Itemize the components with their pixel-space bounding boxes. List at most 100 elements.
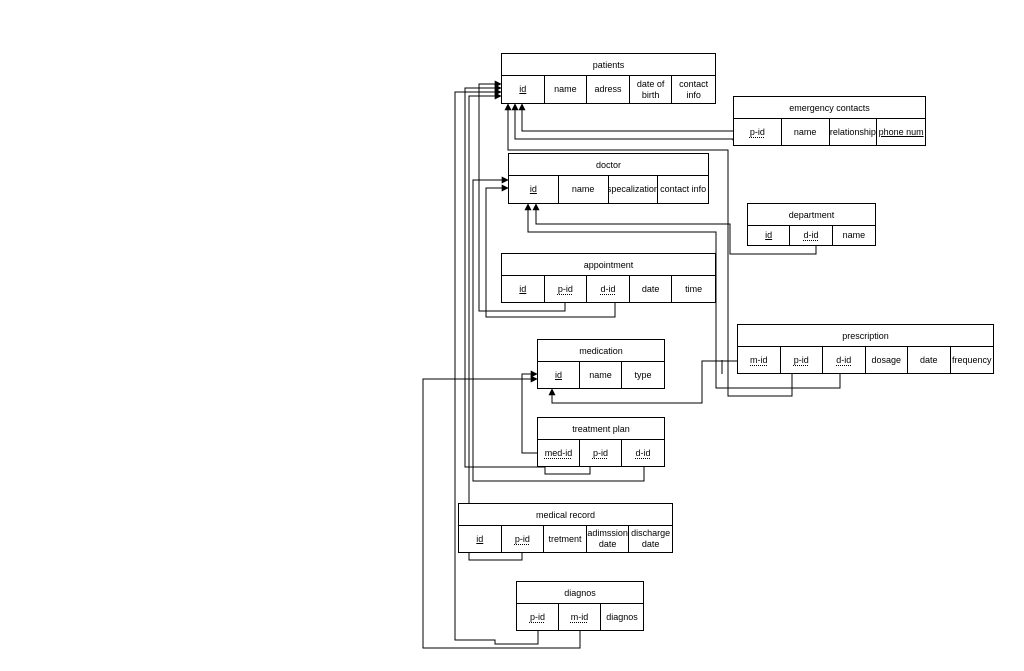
department-title: department [748, 204, 875, 226]
appointment-attr-id: id [502, 276, 545, 302]
treatment-plan-attr-med-id-label: med-id [544, 447, 573, 458]
emergency-contacts-attr-p-id-label: p-id [749, 126, 765, 137]
medical-record-attr-tretment: tretment [544, 526, 587, 552]
emergency-contacts-attr-relationship-label: relationship [829, 126, 876, 137]
appointment-title: appointment [502, 254, 715, 276]
rel-treatment-plan-to-patients [464, 84, 591, 475]
rel-prescription-to-patients [504, 103, 793, 397]
emergency-contacts-attr-phone-num: phone num [877, 119, 925, 145]
rel-emergency-contacts-to-patients [511, 103, 753, 146]
entity-medication[interactable]: medication id name type [537, 339, 665, 389]
medication-title: medication [538, 340, 664, 362]
prescription-attr-dosage-label: dosage [871, 354, 902, 365]
patients-attr-adress: adress [587, 76, 630, 103]
rel-department-to-doctor [532, 203, 817, 255]
doctor-attr-name: name [559, 176, 609, 203]
patients-attr-id-label: id [519, 84, 527, 94]
emergency-contacts-attr-name: name [782, 119, 830, 145]
department-attr-id-label: id [765, 230, 773, 240]
medication-attr-name-label: name [589, 369, 612, 380]
appointment-attr-date-label: date [641, 283, 660, 294]
prescription-attr-m-id-label: m-id [750, 354, 768, 365]
emergency-contacts-attr-name-label: name [793, 126, 817, 137]
medication-attr-id: id [538, 362, 580, 388]
rel-emergency-contacts-to-patients-b [518, 103, 733, 132]
medical-record-attr-p-id: p-id [502, 526, 545, 552]
diagnos-attr-m-id: m-id [559, 604, 601, 630]
treatment-plan-title: treatment plan [538, 418, 664, 440]
appointment-attr-date: date [630, 276, 673, 302]
emergency-contacts-attr-p-id: p-id [734, 119, 782, 145]
doctor-attr-id: id [509, 176, 559, 203]
appointment-attr-d-id: d-id [587, 276, 630, 302]
medical-record-attr-discharge-date-label: discharge date [631, 528, 671, 549]
appointment-attributes: id p-id d-id date time [502, 276, 715, 302]
diagnos-attributes: p-id m-id diagnos [517, 604, 643, 630]
patients-title: patients [502, 54, 715, 76]
patients-attr-date-of-birth: date of birth [630, 76, 673, 103]
prescription-attr-d-id-label: d-id [836, 354, 852, 365]
department-attr-d-id-label: d-id [803, 230, 819, 240]
doctor-attr-contact-info-label: contact info [660, 184, 707, 194]
entity-diagnos[interactable]: diagnos p-id m-id diagnos [516, 581, 644, 631]
prescription-attr-frequency-label: frequency [951, 354, 992, 365]
medical-record-attr-id: id [459, 526, 502, 552]
appointment-attr-p-id-label: p-id [557, 283, 573, 294]
doctor-title: doctor [509, 154, 708, 176]
medication-attr-id-label: id [554, 369, 562, 380]
medical-record-attr-id-label: id [476, 533, 484, 544]
medical-record-attr-adimssion-date: adimssion date [587, 526, 630, 552]
medication-attr-name: name [580, 362, 622, 388]
patients-attr-id: id [502, 76, 545, 103]
entity-appointment[interactable]: appointment id p-id d-id date time [501, 253, 716, 303]
prescription-attr-date: date [908, 347, 951, 373]
department-attr-id: id [748, 226, 791, 245]
appointment-attr-p-id: p-id [545, 276, 588, 302]
treatment-plan-attr-p-id: p-id [580, 440, 622, 466]
prescription-title: prescription [738, 325, 993, 347]
patients-attr-name-label: name [554, 84, 577, 94]
treatment-plan-attr-med-id: med-id [538, 440, 580, 466]
department-attr-name-label: name [842, 230, 866, 240]
patients-attr-name: name [545, 76, 588, 103]
doctor-attr-specalization: specalization [609, 176, 659, 203]
appointment-attr-id-label: id [519, 283, 527, 294]
department-attributes: id d-id name [748, 226, 875, 245]
appointment-attr-time: time [672, 276, 715, 302]
rel-prescription-to-medication [548, 360, 737, 404]
medical-record-attr-discharge-date: discharge date [629, 526, 672, 552]
entity-department[interactable]: department id d-id name [747, 203, 876, 246]
diagnos-attr-p-id-label: p-id [529, 611, 545, 622]
diagnos-attr-diagnos: diagnos [601, 604, 643, 630]
prescription-attr-dosage: dosage [866, 347, 908, 373]
diagnos-title: diagnos [517, 582, 643, 604]
prescription-attr-m-id: m-id [738, 347, 781, 373]
diagnos-attr-m-id-label: m-id [570, 611, 589, 622]
doctor-attr-specalization-label: specalization [608, 184, 659, 194]
doctor-attr-name-label: name [571, 184, 595, 194]
doctor-attr-contact-info: contact info [658, 176, 708, 203]
rel-medical-record-to-patients [468, 92, 523, 561]
rel-treatment-plan-to-doctor [472, 176, 645, 482]
medication-attr-type-label: type [634, 369, 652, 380]
rel-prescription-to-doctor [524, 203, 841, 389]
diagnos-attr-diagnos-label: diagnos [606, 611, 638, 622]
patients-attr-contact-info: contact info [672, 76, 715, 103]
diagnos-attr-p-id: p-id [517, 604, 559, 630]
medical-record-attr-tretment-label: tretment [548, 533, 582, 544]
medical-record-attr-adimssion-date-label: adimssion date [587, 528, 628, 549]
appointment-attr-time-label: time [685, 283, 703, 294]
